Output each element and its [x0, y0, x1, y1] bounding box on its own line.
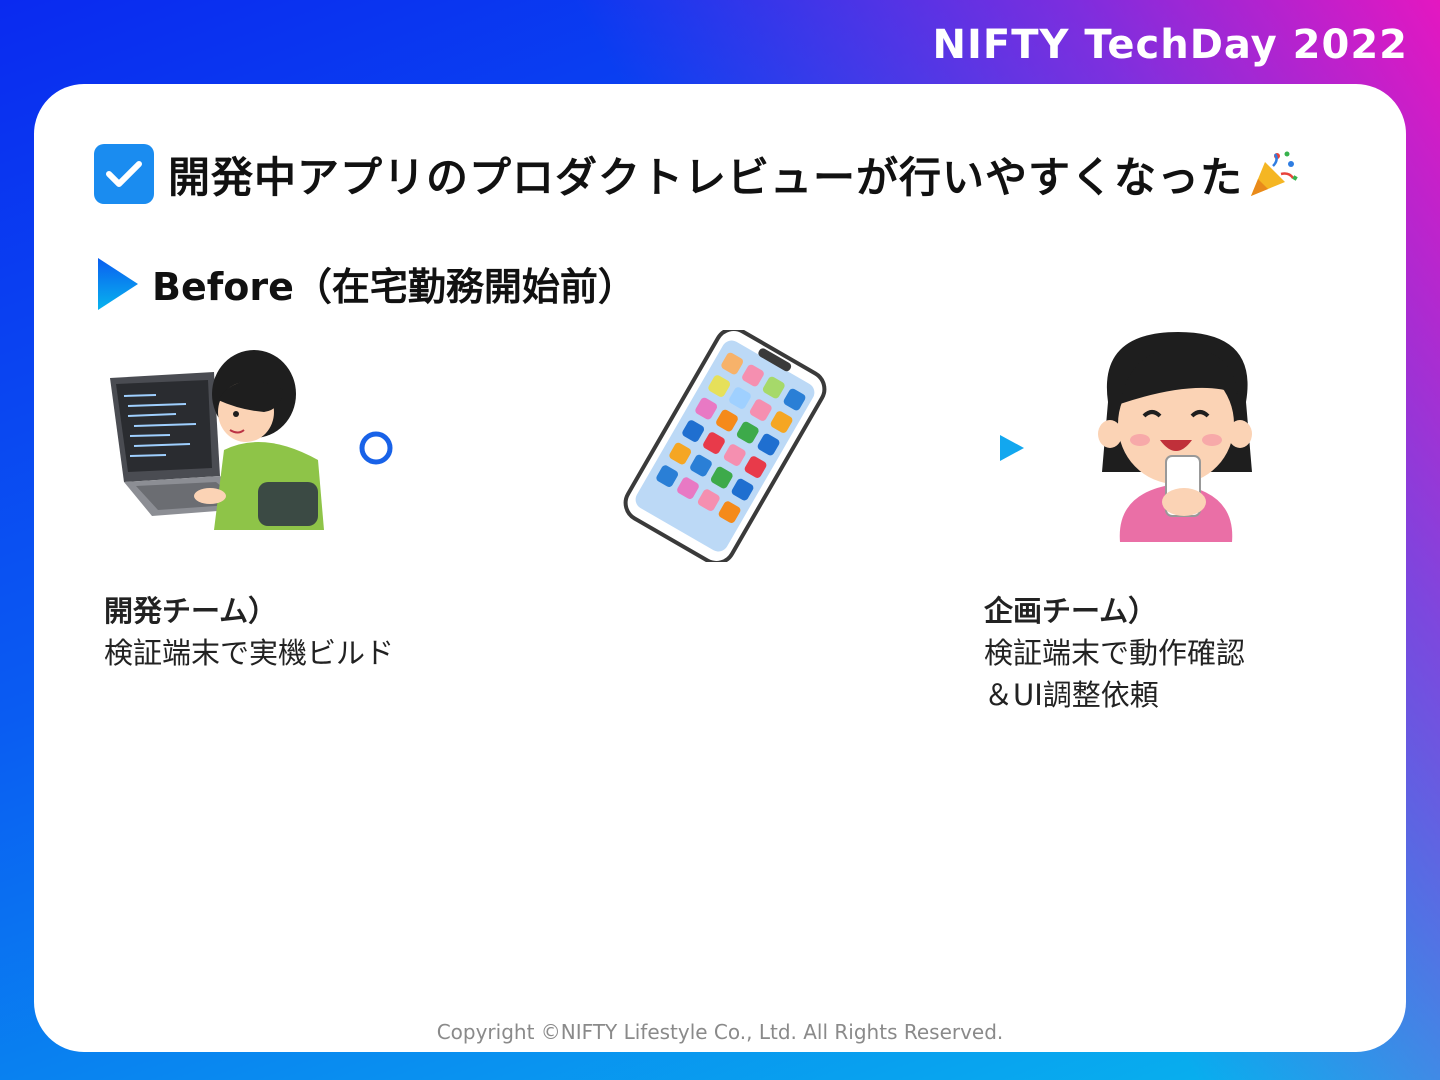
- plan-description-2: ＆UI調整依頼: [984, 678, 1159, 712]
- planner-illustration: [1090, 332, 1260, 542]
- plan-team-label: 企画チーム）: [984, 594, 1158, 628]
- plan-description-1: 検証端末で動作確認: [984, 636, 1246, 670]
- plan-caption: 企画チーム） 検証端末で動作確認 ＆UI調整依頼: [984, 590, 1245, 716]
- developer-illustration: [106, 350, 326, 534]
- section-header: Before（在宅勤務開始前）: [98, 256, 636, 311]
- play-triangle-icon: [98, 257, 138, 310]
- slide-card: 開発中アプリのプロダクトレビューが行いやすくなった: [34, 84, 1406, 1052]
- dev-team-label: 開発チーム）: [104, 594, 278, 628]
- dev-description: 検証端末で実機ビルド: [104, 636, 395, 670]
- copyright-footer: Copyright ©NIFTY Lifestyle Co., Ltd. All…: [436, 1020, 1004, 1044]
- dev-caption: 開発チーム） 検証端末で実機ビルド: [104, 590, 394, 674]
- checkbox-checked-icon: [94, 144, 154, 204]
- party-popper-icon: [1247, 148, 1299, 200]
- smartphone-illustration: [620, 330, 830, 562]
- slide-title: 開発中アプリのプロダクトレビューが行いやすくなった: [168, 152, 1244, 202]
- brand-logo: NIFTY TechDay 2022: [932, 22, 1408, 68]
- title-row: 開発中アプリのプロダクトレビューが行いやすくなった: [94, 142, 1299, 206]
- section-label: Before（在宅勤務開始前）: [152, 265, 636, 309]
